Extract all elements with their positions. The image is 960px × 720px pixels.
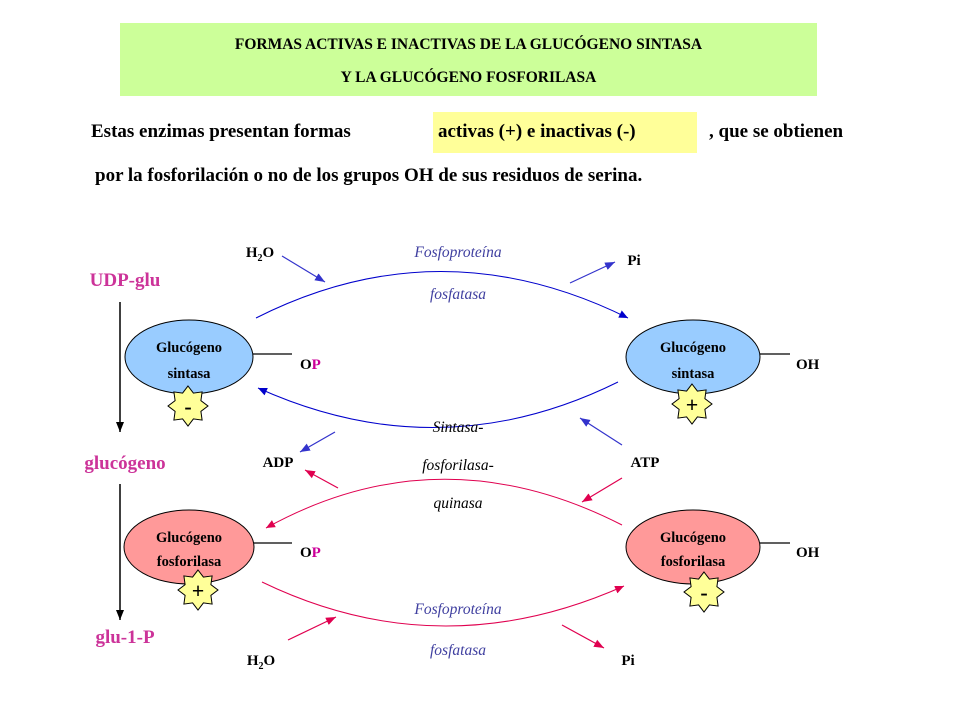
label-phosphatase-bottom-1: Fosfoproteína (413, 601, 502, 618)
badge-plus-gs: + (671, 383, 713, 425)
label-phosphatase-top-1: Fosfoproteína (413, 244, 502, 261)
group-op-gs: OP (300, 357, 321, 373)
title-line-1: FORMAS ACTIVAS E INACTIVAS DE LA GLUCÓGE… (234, 36, 703, 53)
label-phosphatase-bottom-2: fosfatasa (430, 642, 486, 659)
enzyme-gp-inactive-line2: fosforilasa (661, 554, 726, 570)
enzyme-gp-inactive-line1: Glucógeno (660, 530, 726, 546)
intro-text-line2: por la fosforilación o no de los grupos … (95, 165, 643, 186)
title-box: FORMAS ACTIVAS E INACTIVAS DE LA GLUCÓGE… (120, 23, 817, 96)
enzyme-gs-active-line1: Glucógeno (660, 340, 726, 356)
badge-plus-gs-sign: + (686, 392, 699, 417)
intro-text-part2: , que se obtienen (709, 121, 844, 142)
arc-gs-phosphorylation (257, 381, 619, 428)
badge-minus-gs: - (167, 385, 209, 427)
enzyme-gs-inactive-line2: sintasa (168, 366, 211, 382)
enzyme-gp-active-line1: Glucógeno (156, 530, 222, 546)
enzyme-gs-active: Glucógeno sintasa (625, 319, 761, 395)
badge-plus-gp-sign: + (192, 578, 205, 603)
arrow-atp-in-gs (579, 417, 623, 446)
arrow-atp-in-gp (581, 477, 623, 503)
intro-text-highlight: activas (+) e inactivas (-) (438, 121, 636, 142)
enzyme-gs-inactive: Glucógeno sintasa (124, 319, 254, 395)
label-h2o-bottom: H2O (247, 653, 275, 672)
badge-plus-gp: + (177, 569, 219, 611)
label-kinase-1: Sintasa- (433, 419, 484, 436)
title-line-2: Y LA GLUCÓGENO FOSFORILASA (340, 69, 597, 86)
intro-text-part1: Estas enzimas presentan formas (91, 121, 351, 142)
enzyme-gp-active: Glucógeno fosforilasa (123, 509, 255, 585)
label-kinase-3: quinasa (433, 495, 482, 512)
label-kinase-2: fosforilasa- (422, 457, 493, 474)
label-pi-top: Pi (627, 253, 640, 269)
badge-minus-gs-sign: - (184, 394, 191, 419)
intro-highlight-box (433, 112, 697, 153)
label-atp: ATP (631, 455, 660, 471)
enzyme-gs-inactive-line1: Glucógeno (156, 340, 222, 356)
arrow-h2o-in-top (281, 255, 326, 283)
arc-gp-dephosphorylation (261, 581, 625, 627)
arrow-adp-out-gs (299, 431, 336, 453)
group-op-gp: OP (300, 545, 321, 561)
group-oh-gp: OH (796, 545, 820, 561)
badge-minus-gp: - (683, 571, 725, 613)
label-h2o-top: H2O (246, 245, 274, 264)
badge-minus-gp-sign: - (700, 580, 707, 605)
group-oh-gs: OH (796, 357, 820, 373)
label-phosphatase-top-2: fosfatasa (430, 286, 486, 303)
enzyme-gs-active-line2: sintasa (672, 366, 715, 382)
arrow-h2o-in-bottom (287, 616, 337, 641)
pathway-glu-1-p: glu-1-P (95, 627, 155, 648)
enzyme-gp-active-line2: fosforilasa (157, 554, 222, 570)
arc-gp-phosphorylation (265, 478, 623, 529)
arrow-pi-out-top (569, 261, 616, 284)
label-adp: ADP (263, 455, 294, 471)
label-pi-bottom: Pi (621, 653, 634, 669)
arc-gs-dephosphorylation (255, 271, 629, 319)
enzyme-gp-inactive: Glucógeno fosforilasa (625, 509, 761, 585)
arrow-pi-out-bottom (561, 624, 605, 649)
pathway-udp-glu: UDP-glu (90, 270, 161, 291)
arrow-adp-out-gp (304, 469, 339, 489)
pathway-glucogeno: glucógeno (84, 453, 165, 474)
